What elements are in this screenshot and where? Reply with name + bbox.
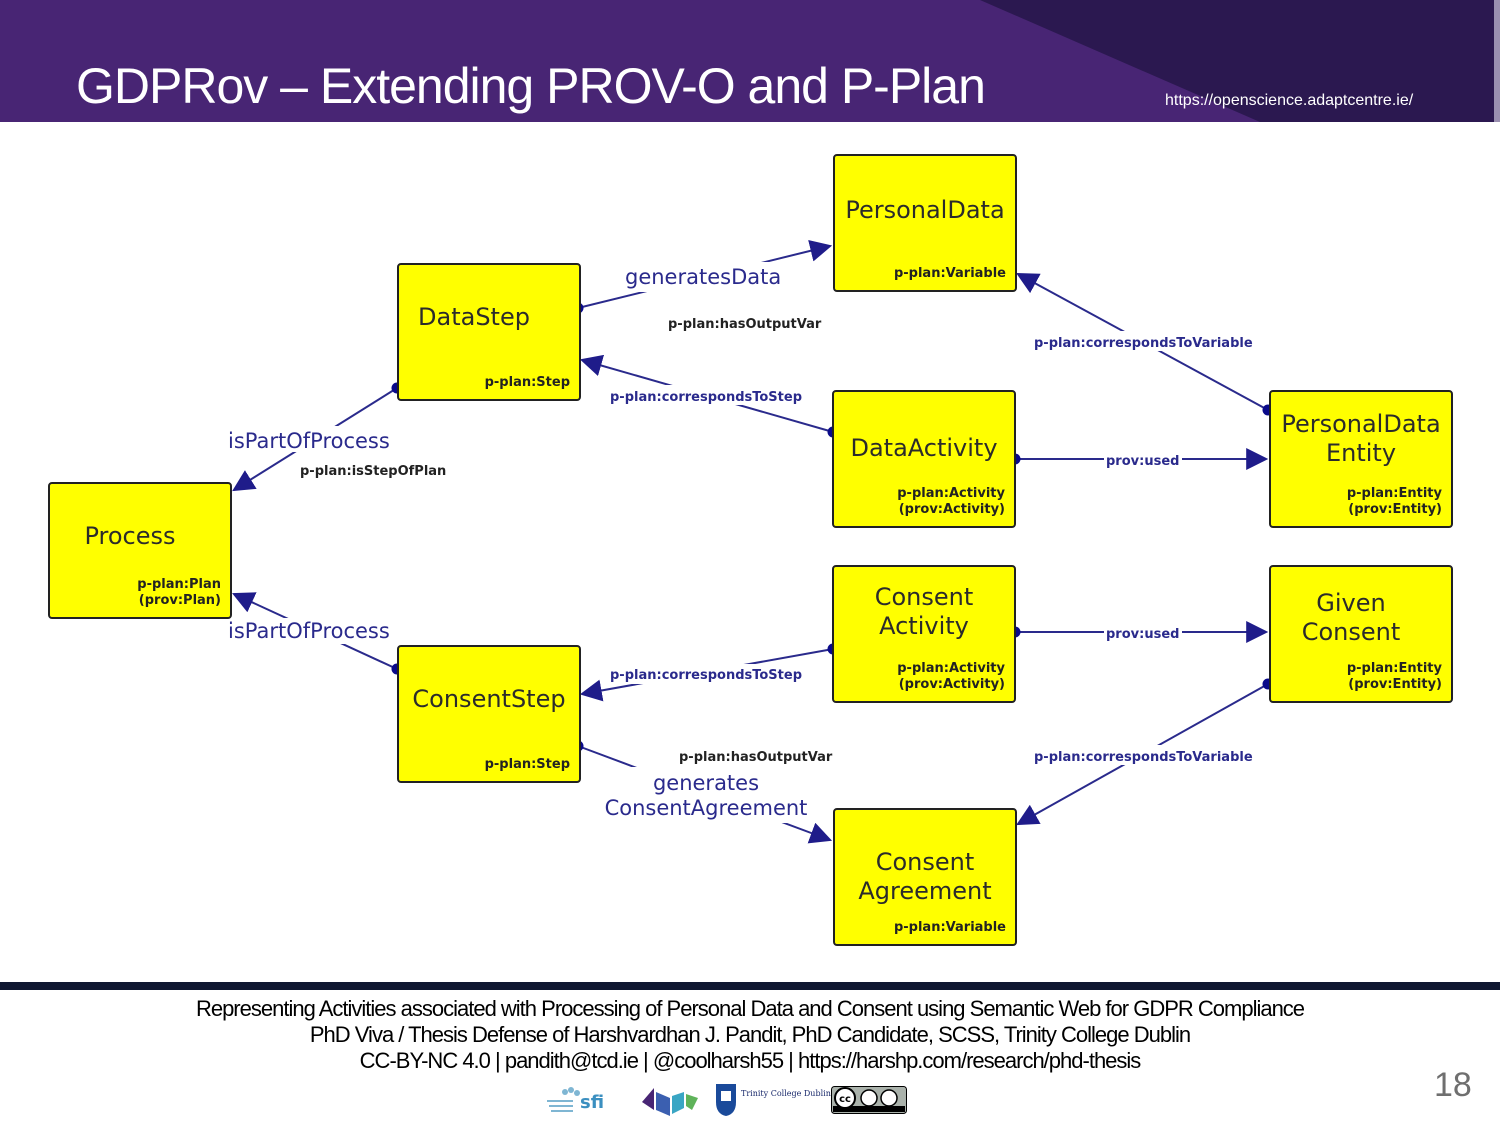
svg-text:sfi: sfi (580, 1092, 604, 1113)
label-correspondsToStep-top: p-plan:correspondsToStep (610, 390, 802, 405)
node-type: p-plan:Plan (prov:Plan) (137, 577, 221, 608)
node-type: p-plan:Activity (prov:Activity) (897, 661, 1005, 692)
tcd-logo: Trinity College Dublin (714, 1080, 831, 1120)
label-isPartOfProcess-bottom: isPartOfProcess (228, 619, 390, 643)
node-personaldataentity: PersonalData Entity p-plan:Entity (prov:… (1269, 390, 1453, 528)
diagram-edges: isPartOfProcess p-plan:isStepOfPlan isPa… (228, 240, 1274, 844)
adapt-logo-mark (642, 1088, 698, 1116)
header-url: https://openscience.adaptcentre.ie/ (1165, 92, 1414, 109)
label-generates: generates (653, 771, 759, 795)
node-label: Consent Activity (874, 583, 974, 640)
node-type: p-plan:Variable (893, 920, 1006, 935)
sfi-logo-mark: sfi (547, 1087, 604, 1113)
node-type: p-plan:Entity (prov:Entity) (1346, 486, 1442, 517)
node-consentactivity: Consent Activity p-plan:Activity (prov:A… (832, 565, 1016, 703)
adapt-logo (640, 1080, 700, 1120)
node-givenconsent: Given Consent p-plan:Entity (prov:Entity… (1269, 565, 1453, 703)
node-datastep: DataStep p-plan:Step (397, 263, 581, 401)
node-type: p-plan:Step (484, 375, 570, 390)
slide-title: GDPRov – Extending PROV-O and P-Plan (76, 58, 986, 114)
node-personaldata: PersonalData p-plan:Variable (833, 154, 1017, 292)
label-hasOutputVar-top: p-plan:hasOutputVar (668, 317, 822, 332)
label-isStepOfPlan: p-plan:isStepOfPlan (300, 464, 446, 479)
node-type: p-plan:Variable (893, 266, 1006, 281)
svg-text:cc: cc (839, 1094, 851, 1105)
node-process: Process p-plan:Plan (prov:Plan) (48, 482, 232, 619)
header-decoration (980, 0, 1500, 122)
label-consentAgreement-edge: ConsentAgreement (605, 796, 808, 820)
node-consentstep: ConsentStep p-plan:Step (397, 645, 581, 783)
footer-bar (0, 982, 1500, 990)
ontology-diagram: isPartOfProcess p-plan:isStepOfPlan isPa… (0, 122, 1500, 982)
footer-line-3: CC-BY-NC 4.0 | pandith@tcd.ie | @coolhar… (359, 1048, 1142, 1073)
label-used-bottom: prov:used (1106, 627, 1179, 642)
node-label: Process (84, 522, 176, 550)
node-label: ConsentStep (412, 685, 566, 713)
node-type: p-plan:Step (484, 757, 570, 772)
label-correspondsToVariable-bottom: p-plan:correspondsToVariable (1034, 750, 1253, 765)
label-hasOutputVar-bottom: p-plan:hasOutputVar (679, 750, 833, 765)
slide-number: 18 (1434, 1066, 1472, 1104)
label-isPartOfProcess-top: isPartOfProcess (228, 429, 390, 453)
label-used-top: prov:used (1106, 454, 1179, 469)
label-correspondsToStep-bottom: p-plan:correspondsToStep (610, 668, 802, 683)
node-dataactivity: DataActivity p-plan:Activity (prov:Activ… (832, 390, 1016, 528)
node-label: DataStep (418, 303, 530, 331)
node-type: p-plan:Entity (prov:Entity) (1346, 661, 1442, 692)
footer-line-1: Representing Activities associated with … (195, 996, 1305, 1021)
cc-license-icon: cc (831, 1086, 907, 1114)
sfi-logo: sfi (545, 1080, 627, 1120)
slide-header: GDPRov – Extending PROV-O and P-Plan htt… (0, 0, 1500, 122)
node-label: Consent Agreement (858, 848, 992, 905)
node-label: DataActivity (850, 434, 998, 462)
footer-text: Representing Activities associated with … (0, 996, 1500, 1074)
tcd-crest-icon (716, 1084, 736, 1116)
footer-line-2: PhD Viva / Thesis Defense of Harshvardha… (309, 1022, 1191, 1047)
node-label: PersonalData Entity (1281, 410, 1441, 467)
label-generatesData: generatesData (625, 265, 781, 289)
node-type: p-plan:Activity (prov:Activity) (897, 486, 1005, 517)
tcd-name: Trinity College Dublin (741, 1089, 831, 1098)
node-label: Given Consent (1301, 589, 1401, 646)
cc-license-logo: cc (831, 1080, 907, 1120)
node-consentagreement: Consent Agreement p-plan:Variable (833, 808, 1017, 946)
node-label: PersonalData (845, 196, 1005, 224)
label-correspondsToVariable-top: p-plan:correspondsToVariable (1034, 336, 1253, 351)
